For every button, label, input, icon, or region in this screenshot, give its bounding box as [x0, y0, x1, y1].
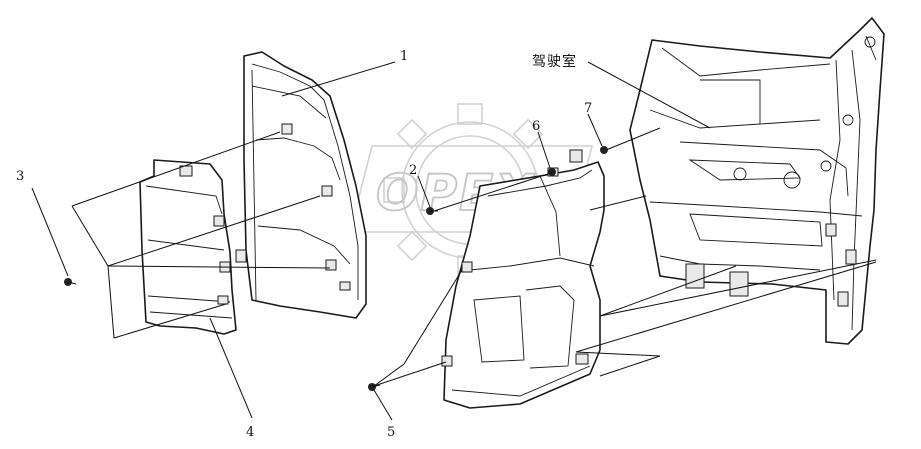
callout-labels: 驾驶室 1 2 3 4 5 6 7 [16, 49, 592, 440]
bolts [64, 146, 608, 391]
leader-lines [31, 61, 877, 421]
bolt-6 [548, 168, 556, 176]
part-4-inner-panel [139, 159, 237, 335]
callout-2: 2 [409, 163, 417, 178]
callout-6: 6 [532, 119, 540, 134]
bolt-5 [368, 383, 381, 391]
callout-3: 3 [16, 169, 24, 184]
callout-7: 7 [584, 101, 592, 116]
callout-4: 4 [246, 425, 254, 440]
cab-structure [629, 17, 885, 345]
callout-5: 5 [387, 425, 395, 440]
part-6-front-panel [441, 149, 605, 409]
label-cab: 驾驶室 [532, 53, 577, 70]
bolt-3 [64, 278, 77, 286]
part-1-corner-panel [235, 51, 367, 319]
bolt-7 [600, 146, 608, 154]
callout-1: 1 [400, 49, 408, 64]
